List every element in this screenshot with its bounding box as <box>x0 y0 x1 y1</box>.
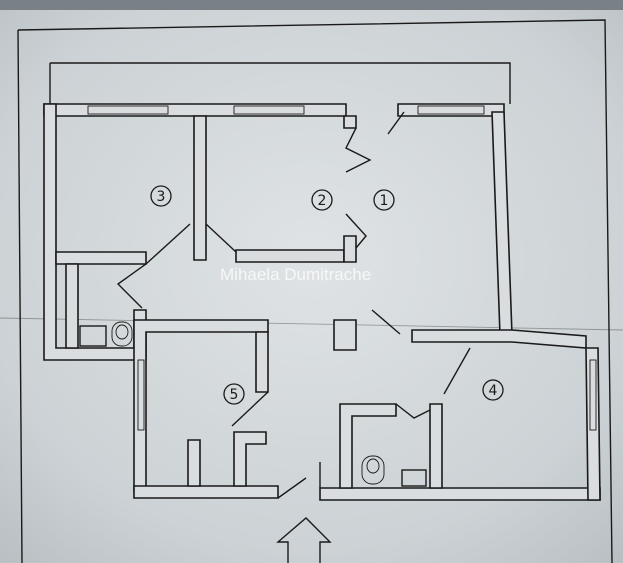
room-label-4: 4 <box>482 379 504 401</box>
room-label-3: 3 <box>150 185 172 207</box>
paper-sheet <box>0 10 623 563</box>
room-label-1: 1 <box>373 189 395 211</box>
svg-text:2: 2 <box>318 193 327 209</box>
paper-fold-line <box>0 317 623 331</box>
svg-text:3: 3 <box>157 189 166 205</box>
room-5-walls <box>133 319 279 499</box>
room-label-5: 5 <box>223 383 245 405</box>
svg-text:5: 5 <box>230 387 239 403</box>
wall-under-room-2 <box>235 249 345 263</box>
entrance-arrow-icon <box>276 517 332 563</box>
door-swings <box>116 111 471 499</box>
room-label-2: 2 <box>311 189 333 211</box>
hallway-wall-center <box>333 319 357 351</box>
lower-right-walls <box>319 403 601 501</box>
watermark-text: Mihaela Dumitrache <box>220 265 371 284</box>
wall-under-room-3 <box>55 251 147 265</box>
building-outline <box>49 62 511 104</box>
wall-room-3-room-2 <box>193 115 207 261</box>
room-4-right-wall <box>585 347 601 501</box>
svg-text:4: 4 <box>489 383 498 399</box>
svg-text:1: 1 <box>380 193 389 209</box>
frame-border <box>17 19 613 563</box>
top-wall <box>43 103 505 117</box>
